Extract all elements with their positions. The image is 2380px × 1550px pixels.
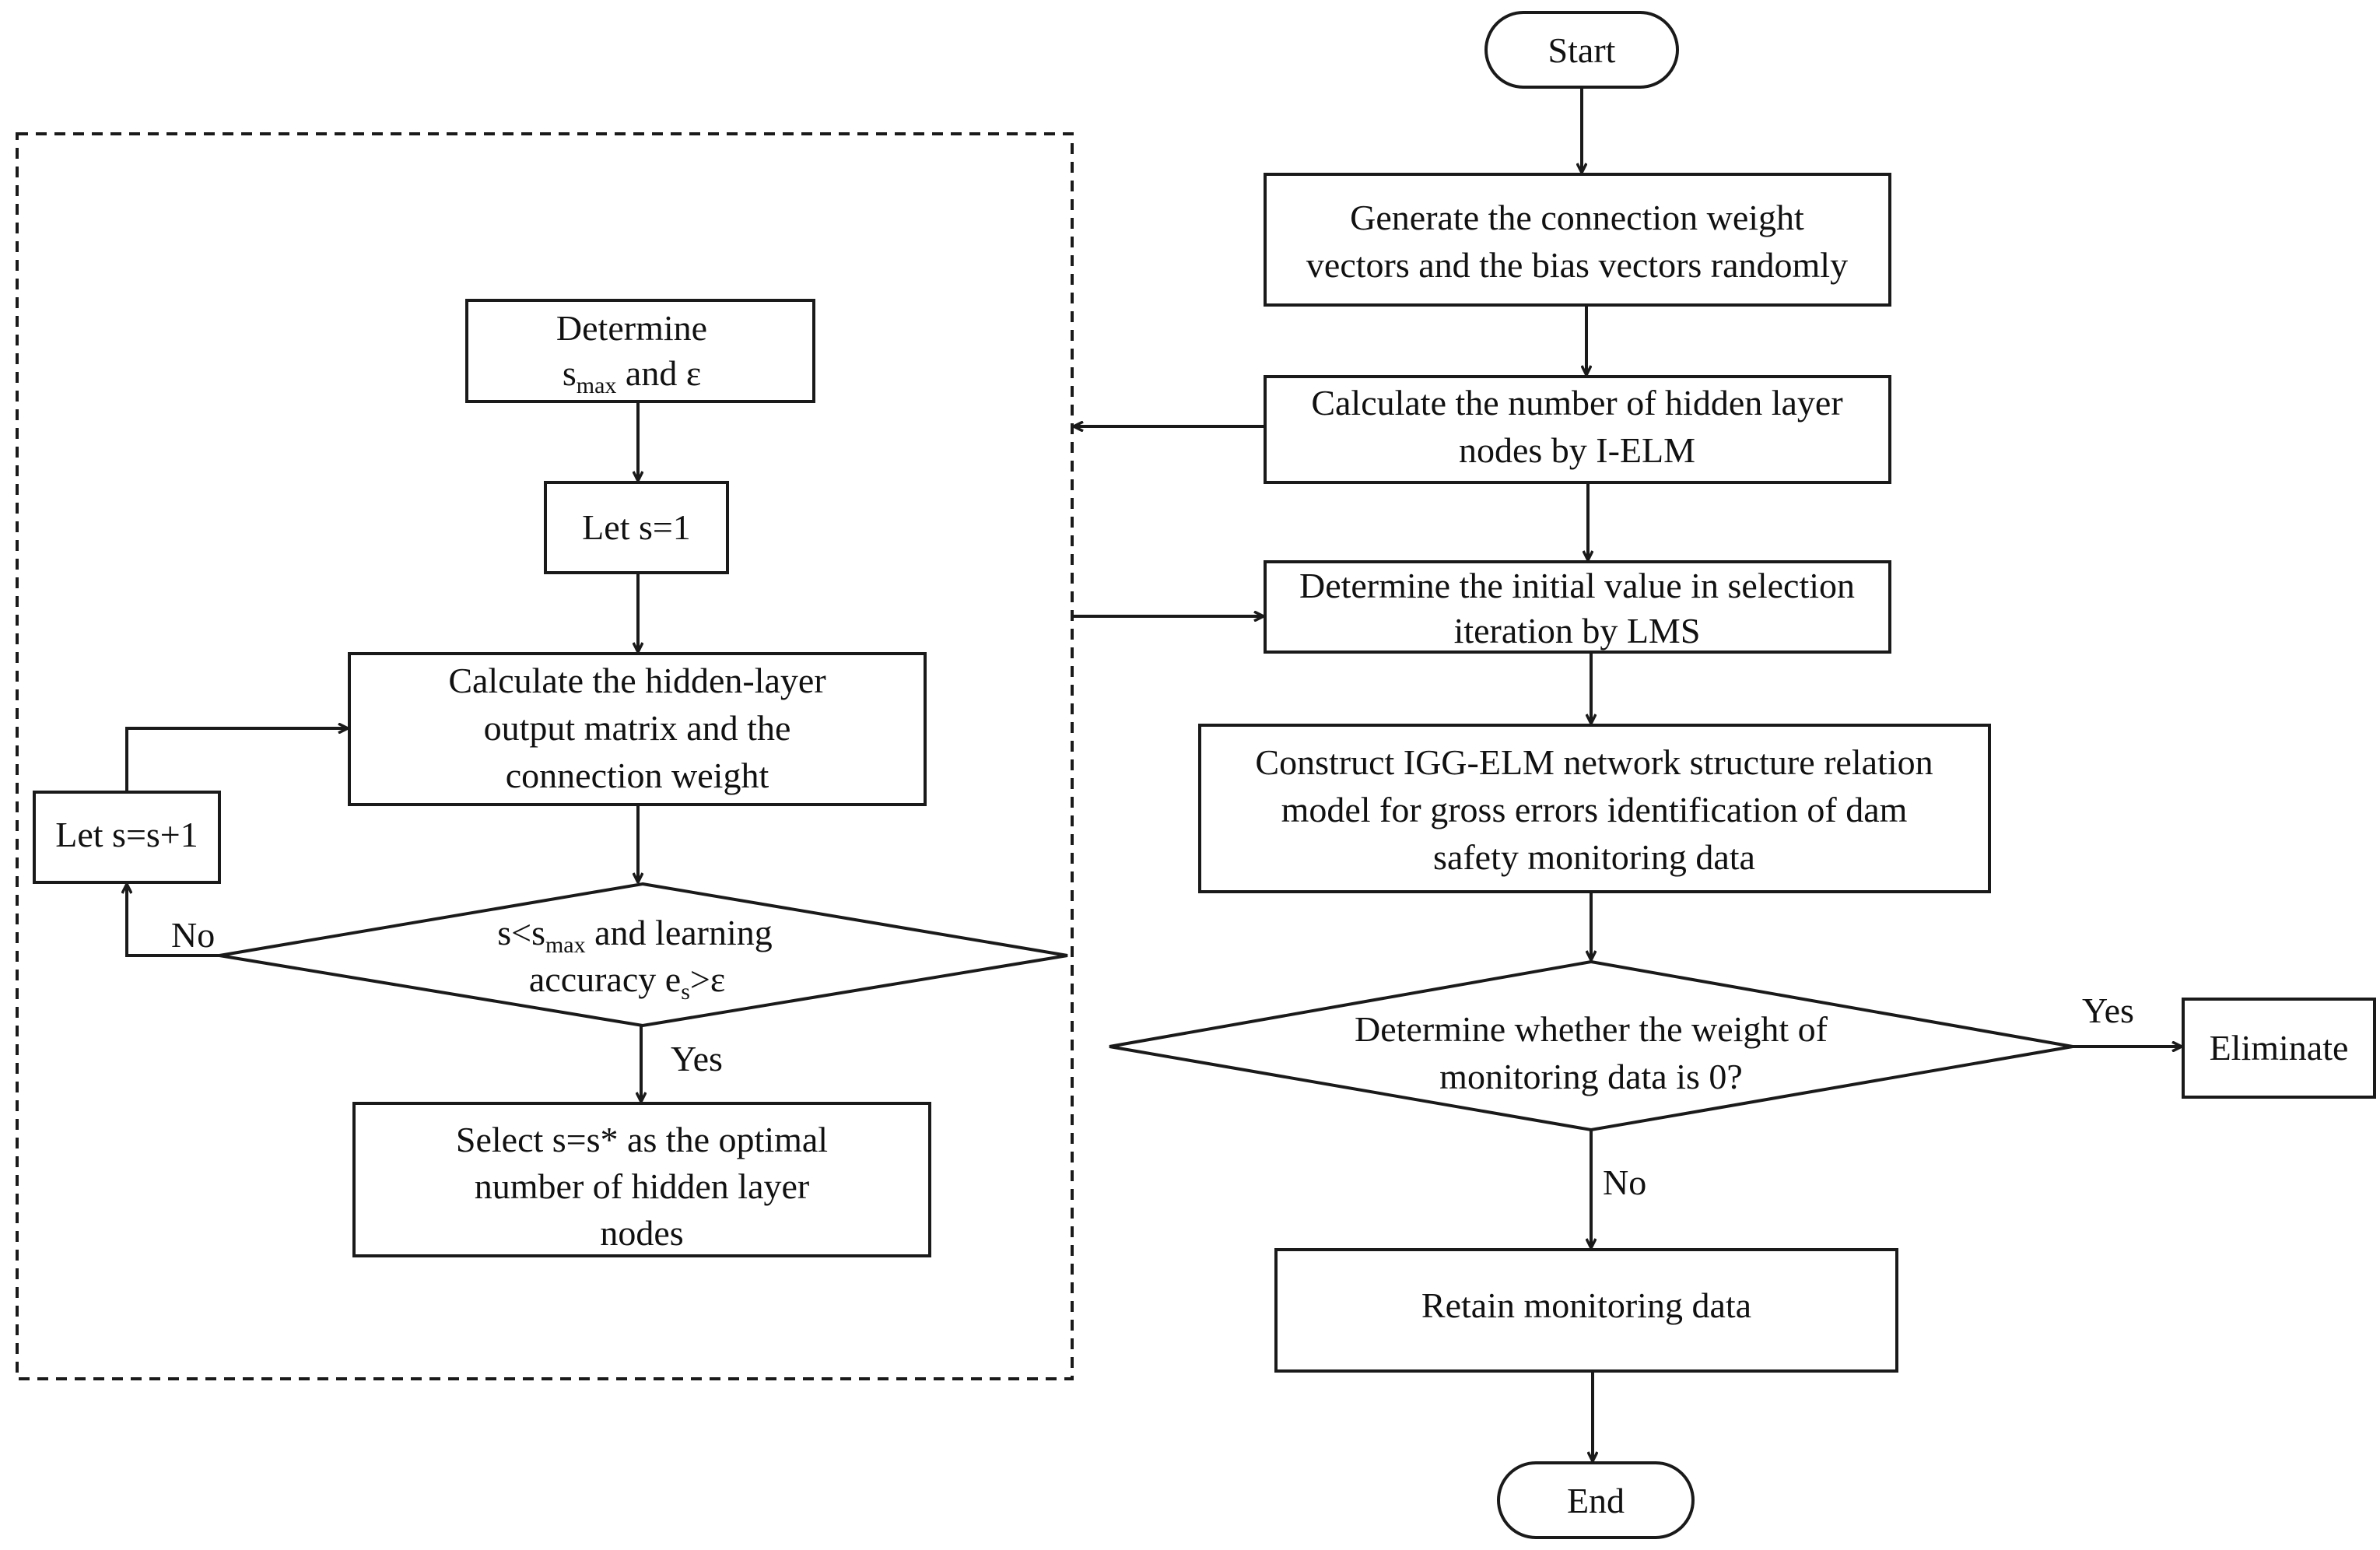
generate-line-1: Generate the connection weight — [1350, 198, 1804, 237]
calc-hidden-line-1: Calculate the number of hidden layer — [1311, 383, 1842, 423]
construct-line-1: Construct IGG-ELM network structure rela… — [1255, 742, 1933, 782]
eliminate-box: Eliminate — [2182, 998, 2376, 1099]
calc-output-line-1: Calculate the hidden-layer — [448, 661, 825, 700]
condition-line-1: s<smax and learning — [497, 913, 773, 958]
calc-output-matrix-box: Calculate the hidden-layer output matrix… — [348, 652, 927, 806]
let-s1-label: Let s=1 — [582, 507, 691, 547]
initial-value-box: Determine the initial value in selection… — [1264, 560, 1891, 654]
condition-decision: s<smax and learning accuracy es>ε — [219, 882, 1068, 1028]
let-s1-box: Let s=1 — [544, 481, 729, 574]
retain-data-box: Retain monitoring data — [1274, 1248, 1898, 1373]
construct-line-3: safety monitoring data — [1433, 837, 1755, 877]
determine-smax-line-1: Determine — [556, 308, 707, 348]
generate-weights-box: Generate the connection weight vectors a… — [1264, 173, 1891, 307]
weight-zero-decision: Determine whether the weight of monitori… — [1109, 959, 2073, 1132]
construct-model-box: Construct IGG-ELM network structure rela… — [1198, 724, 1991, 893]
determine-smax-line-2: smax and ε — [563, 353, 701, 398]
calc-output-line-2: output matrix and the — [484, 708, 791, 748]
select-optimal-line-2: number of hidden layer — [475, 1166, 809, 1206]
init-value-line-2: iteration by LMS — [1454, 611, 1701, 651]
retain-label: Retain monitoring data — [1421, 1285, 1751, 1325]
dashed-group-frame — [16, 132, 1074, 1380]
eliminate-label: Eliminate — [2210, 1028, 2349, 1068]
select-optimal-box: Select s=s* as the optimal number of hid… — [352, 1102, 931, 1257]
calc-hidden-line-2: nodes by I-ELM — [1459, 430, 1695, 470]
decision-line-2: monitoring data is 0? — [1439, 1057, 1743, 1096]
select-optimal-line-1: Select s=s* as the optimal — [456, 1120, 828, 1159]
init-value-line-1: Determine the initial value in selection — [1299, 566, 1855, 605]
yes-label-right: Yes — [2082, 991, 2134, 1030]
end-node: End — [1497, 1461, 1695, 1539]
let-s-increment-box: Let s=s+1 — [33, 791, 221, 884]
yes-label-left: Yes — [671, 1039, 723, 1078]
decision-line-1: Determine whether the weight of — [1355, 1009, 1828, 1049]
construct-line-2: model for gross errors identification of… — [1281, 790, 1908, 829]
no-label-right: No — [1603, 1162, 1646, 1202]
calc-hidden-nodes-box: Calculate the number of hidden layer nod… — [1264, 375, 1891, 484]
start-node: Start — [1484, 11, 1679, 89]
calc-output-line-3: connection weight — [506, 756, 769, 795]
generate-line-2: vectors and the bias vectors randomly — [1306, 245, 1848, 285]
end-label: End — [1567, 1481, 1625, 1520]
condition-line-2: accuracy es>ε — [529, 959, 725, 1005]
no-label-left: No — [171, 915, 215, 955]
arrow-condition-no-to-increment — [127, 884, 219, 957]
determine-smax-box: Determine smax and ε — [465, 299, 815, 403]
select-optimal-line-3: nodes — [600, 1213, 683, 1253]
let-s-increment-label: Let s=s+1 — [55, 815, 198, 854]
arrow-increment-to-calc — [125, 728, 348, 792]
start-label: Start — [1548, 30, 1616, 70]
